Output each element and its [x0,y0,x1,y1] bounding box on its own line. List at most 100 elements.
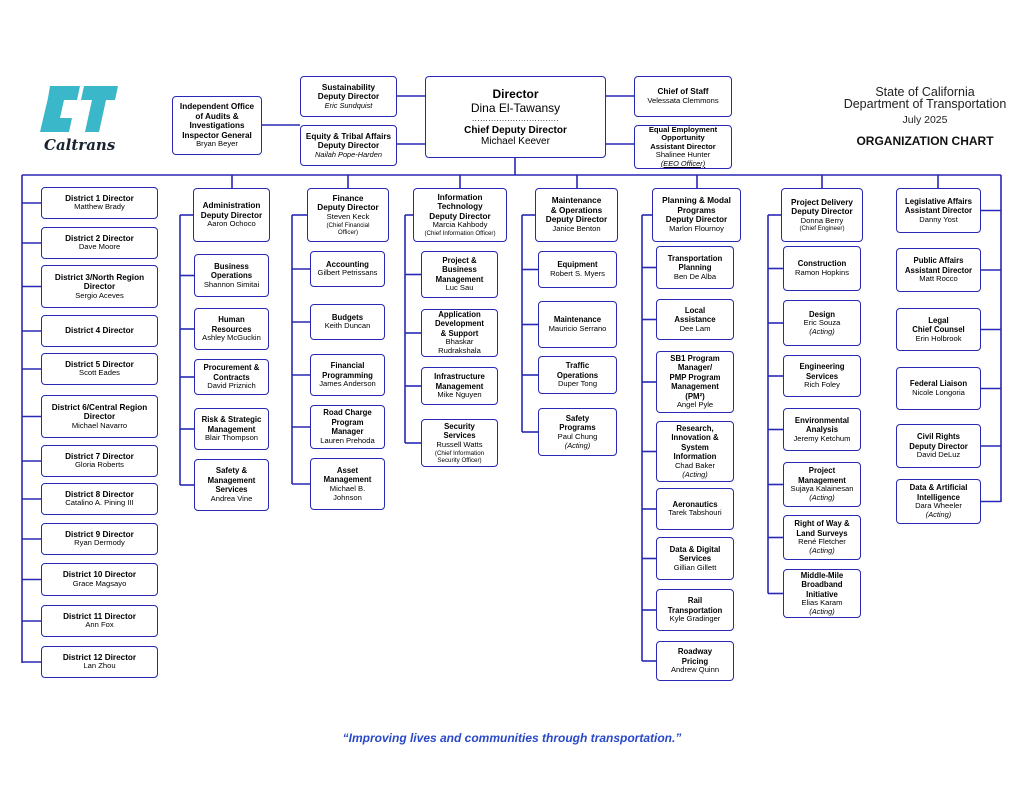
planning-unit-3-box-name: Angel Pyle [676,400,714,410]
maint-unit-4-box-status: (Acting) [564,440,591,450]
admin-head-box-name: Aaron Ochoco [207,219,256,229]
delivery-unit-1-box-name: Ramon Hopkins [794,267,850,277]
department-name: Department of Transportation [843,97,1007,111]
audits-title: Independent Office of Audits & Investiga… [179,102,255,140]
finance-head-box-name: Steven Keck [326,211,370,221]
audits-name: Bryan Beyer [196,139,238,149]
delivery-head-box-name: Donna Berry [800,215,844,225]
it-head-box-note: (Chief Information Officer) [424,230,496,238]
finance-unit-2-box-title: Budgets [331,312,364,322]
delivery-unit-4-box-title: Environmental Analysis [794,415,850,435]
admin-unit-2-box-name: Ashley McGuckin [202,333,261,343]
planning-unit-8-box-title: Roadway Pricing [677,647,713,666]
finance-head-box-note: (Chief Financial Officer) [326,221,370,236]
sustainability-title: Sustainability Deputy Director [317,82,380,102]
logo-text: Caltrans [44,136,116,154]
right-5-box-name: David DeLuz [916,450,961,460]
it-unit-2-box-name: Bhaskar Rudrakshala [438,337,481,356]
district-3-box-name: Sergio Aceves [75,290,124,300]
delivery-unit-7-box-title: Middle-Mile Broadband Initiative [800,570,844,599]
finance-unit-3-box-name: James Anderson [319,379,376,389]
audits-box: Independent Office of Audits & Investiga… [172,96,262,155]
it-unit-3-box-name: Mike Nguyen [437,390,482,400]
planning-unit-3-box-title: SB1 Program Manager/ PMP Program Managem… [669,353,721,401]
district-4-box: District 4 Director [41,315,158,347]
planning-unit-1-box-name: Ben De Alba [673,271,717,281]
delivery-unit-5-box-name: Sujaya Kalainesan [790,484,854,494]
delivery-unit-7-box-name: Elias Karam [801,598,843,608]
delivery-unit-3-box-name: Rich Foley [804,380,840,390]
district-6-box-name: Michael Navarro [71,420,128,430]
admin-unit-3-box-title: Procurement & Contracts [203,363,260,382]
chief-of-staff-title: Chief of Staff [657,87,709,97]
eeo-title: Equal Employment Opportunity Assistant D… [648,125,718,151]
district-7-box-title: District 7 Director [65,451,134,461]
it-unit-1-box-title: Project & Business Management [435,255,484,284]
director-title: Director [492,87,539,101]
district-3-box-title: District 3/North Region Director [54,272,145,292]
chief-of-staff-name: Velessata Clemmons [647,95,719,105]
finance-unit-4-box-title: Road Charge Program Manager [323,408,372,437]
admin-unit-5-box-title: Safety & Management Services [207,466,256,495]
it-unit-1-box-name: Luc Sau [445,283,474,293]
right-3-box-name: Erin Holbrook [915,333,962,343]
right-3-box-title: Legal Chief Counsel [912,315,965,335]
finance-unit-1-box-name: Gilbert Petrissans [317,268,378,278]
delivery-unit-4-box-name: Jeremy Ketchum [793,433,851,443]
planning-unit-1-box-title: Transportation Planning [667,253,723,273]
it-unit-2-box-title: Application Development & Support [435,309,484,338]
admin-unit-4-box-name: Blair Thompson [204,433,259,443]
district-9-box-name: Ryan Dermody [74,538,125,548]
maint-unit-2-box-title: Maintenance [553,315,602,325]
planning-unit-5-box-name: Tarek Tabshouri [668,508,722,518]
district-10-box-title: District 10 Director [62,570,137,580]
chief-deputy-title: Chief Deputy Director [464,125,567,136]
planning-unit-7-box-title: Rail Transportation [667,596,723,615]
district-12-box-name: Lan Zhou [83,661,116,671]
district-2-box-title: District 2 Director [65,233,134,243]
it-unit-4-box-note: (Chief Information Security Officer) [434,449,485,464]
admin-head-box-title: Administration Deputy Director [200,201,263,220]
district-8-box-title: District 8 Director [65,489,134,499]
right-6-box-status: (Acting) [925,510,952,520]
planning-unit-4-box-title: Research, Innovation & System Informatio… [671,423,719,462]
right-2-box-name: Matt Rocco [919,274,958,284]
planning-unit-8-box-name: Andrew Quinn [670,665,720,675]
chief-deputy-name: Michael Keever [481,136,550,147]
eeo-name: Shalinee Hunter [655,150,711,160]
finance-unit-5-box-name: Michael B. Johnson [329,483,366,502]
planning-unit-3-box: SB1 Program Manager/ PMP Program Managem… [656,351,734,413]
planning-unit-7-box-name: Kyle Gradinger [669,614,721,624]
finance-head-box-title: Finance Deputy Director [317,193,379,213]
director-name: Dina El-Tawansy [470,101,561,115]
finance-unit-4-box-name: Lauren Prehoda [320,435,375,445]
district-4-box-title: District 4 Director [65,326,134,336]
equity-title: Equity & Tribal Affairs Deputy Director [305,131,392,151]
maint-unit-1-box-name: Robert S. Myers [550,268,605,278]
admin-unit-3-box-name: David Priznich [207,381,256,391]
it-unit-4-box-name: Russell Watts [436,439,483,449]
sustainability-box: Sustainability Deputy Director Eric Sund… [300,76,397,117]
planning-head-box: Planning & Modal Programs Deputy Directo… [652,188,741,242]
